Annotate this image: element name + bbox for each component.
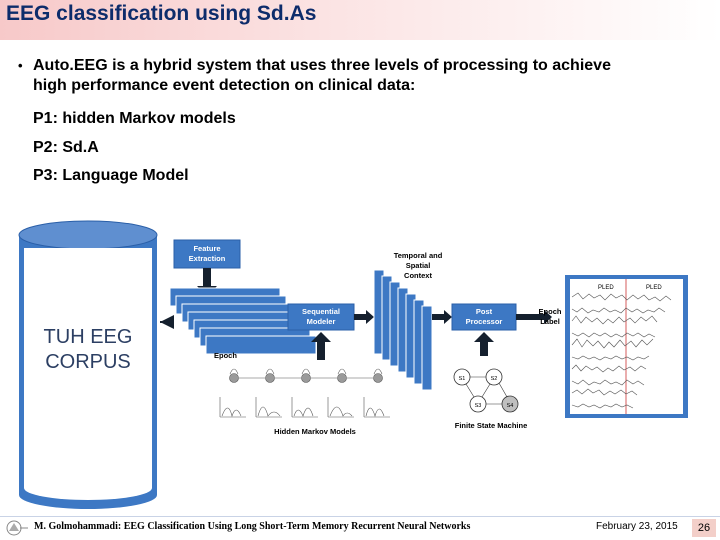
hmm-chain-icon — [229, 373, 383, 383]
epoch-stack — [169, 287, 317, 355]
eeg-signal-panel: PLED PLED — [565, 275, 688, 418]
feature-down-arrow-icon — [203, 268, 211, 286]
autoeeg-diagram: Feature Extraction Epoch Sequential Mode… — [160, 239, 562, 436]
corpus-line-2: CORPUS — [45, 351, 131, 373]
fsm-icon — [453, 368, 519, 413]
footer-divider — [0, 516, 720, 517]
fsm-state-4: S4 — [507, 403, 514, 409]
temporal-label-1: Temporal and — [394, 251, 443, 260]
sub-item-p3: P3: Language Model — [33, 167, 189, 184]
footer-date: February 23, 2015 — [596, 521, 678, 532]
sequential-modeler-box — [287, 303, 355, 331]
sub-item-p2: P2: Sd.A — [33, 139, 99, 156]
temporal-label-3: Context — [404, 271, 432, 280]
title-bar: EEG classification using Sd.As — [0, 0, 720, 40]
eeg-pled-label-2: PLED — [646, 285, 662, 291]
feature-extraction-label-2: Extraction — [189, 254, 226, 263]
corpus-label: TUH EEG CORPUS — [18, 325, 158, 375]
database-cylinder-icon — [18, 220, 158, 509]
sequential-modeler-label-2: Modeler — [307, 317, 336, 326]
corpus-line-1: TUH EEG — [43, 326, 133, 348]
fsm-state-1: S1 — [459, 376, 466, 382]
modeler-up-arrow-icon — [317, 342, 325, 360]
eeg-pled-label-1: PLED — [598, 285, 614, 291]
context-stack — [373, 269, 433, 391]
bullet-dot-icon: • — [18, 58, 23, 73]
slide-title: EEG classification using Sd.As — [6, 2, 317, 25]
eeg-waveform-icon: PLED PLED — [571, 279, 672, 414]
epoch-label: Epoch — [214, 351, 237, 360]
university-logo-icon — [6, 520, 28, 536]
feature-extraction-box — [173, 239, 241, 269]
sequential-modeler-label-1: Sequential — [302, 307, 340, 316]
post-processor-label-2: Processor — [466, 317, 503, 326]
page-number: 26 — [692, 519, 716, 537]
sub-item-p1: P1: hidden Markov models — [33, 110, 236, 127]
fsm-label: Finite State Machine — [455, 421, 528, 430]
hmm-label: Hidden Markov Models — [274, 427, 356, 436]
feature-extraction-label-1: Feature — [193, 244, 220, 253]
post-processor-label-1: Post — [476, 307, 493, 316]
eeg-signal-plot: PLED PLED — [570, 279, 683, 414]
fsm-state-3: S3 — [475, 403, 482, 409]
hmm-distributions-icon — [219, 397, 390, 418]
epoch-label-out-1: Epoch — [539, 307, 562, 316]
fsm-state-2: S2 — [491, 376, 498, 382]
temporal-label-2: Spatial — [406, 261, 431, 270]
footer-citation: M. Golmohammadi: EEG Classification Usin… — [34, 521, 471, 532]
epoch-label-out-2: Label — [540, 317, 560, 326]
processor-up-arrow-icon — [480, 342, 488, 356]
bullet-text: Auto.EEG is a hybrid system that uses th… — [33, 57, 611, 94]
